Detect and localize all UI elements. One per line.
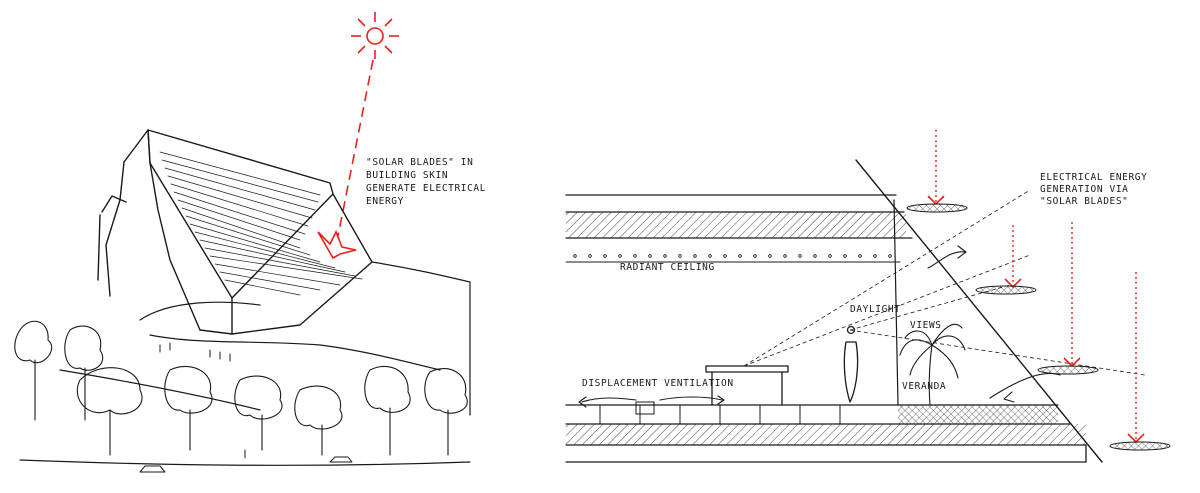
annotation-line: ENERGY — [366, 196, 404, 207]
annotation-line: GENERATE ELECTRICAL — [366, 183, 486, 194]
views-label: VIEWS — [910, 320, 942, 331]
ray-arrow-icon — [317, 230, 357, 260]
daylight-label: DAYLIGHT — [850, 304, 901, 315]
energy-generation-label: ELECTRICAL ENERGY GENERATION VIA "SOLAR … — [1040, 172, 1154, 207]
solar-blade-icons — [906, 203, 1171, 451]
person-figure — [843, 325, 859, 403]
building-section-diagram: RADIANT CEILING — [565, 130, 1171, 463]
sun-ray-dashed — [337, 59, 374, 237]
desk — [705, 365, 789, 406]
annotation-line: BUILDING SKIN — [366, 170, 448, 181]
floor-hatch — [566, 424, 1086, 445]
veranda-crosshatch — [898, 405, 1058, 424]
radiant-ceiling-label: RADIANT CEILING — [620, 262, 715, 273]
roof-hatch — [566, 212, 906, 238]
displacement-ventilation-label: DISPLACEMENT VENTILATION — [582, 378, 734, 389]
sight-lines — [743, 189, 1146, 376]
radiant-ceiling-dots — [573, 254, 892, 258]
sun-icon — [351, 12, 399, 59]
solar-blades-annotation: "SOLAR BLADES" IN BUILDING SKIN GENERATE… — [366, 157, 492, 207]
energy-label-line: ELECTRICAL ENERGY — [1040, 172, 1147, 183]
veranda-label: VERANDA — [902, 381, 946, 392]
energy-label-line: "SOLAR BLADES" — [1040, 196, 1128, 207]
energy-label-line: GENERATION VIA — [1040, 184, 1128, 195]
palm-plant — [899, 323, 966, 406]
annotation-line: "SOLAR BLADES" IN — [366, 157, 473, 168]
sun-rays-red — [935, 130, 1137, 440]
building-perspective-sketch: "SOLAR BLADES" IN BUILDING SKIN GENERATE… — [14, 12, 492, 473]
